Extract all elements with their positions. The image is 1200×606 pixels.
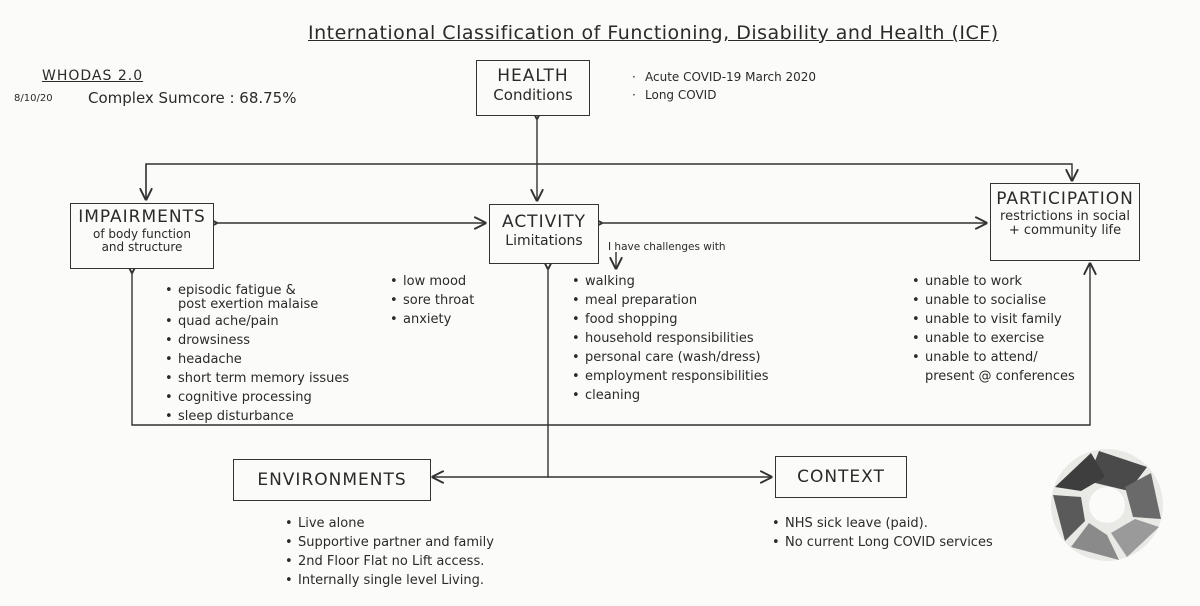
list-item: •meal preparation	[572, 293, 698, 308]
list-item: •employment responsibilities	[572, 369, 769, 384]
list-item: •walking	[572, 274, 635, 289]
impairments-heading: IMPAIRMENTS	[78, 207, 206, 227]
whodas-score: Complex Sumcore : 68.75%	[88, 89, 297, 107]
activity-heading: ACTIVITY	[501, 212, 586, 232]
list-item: •personal care (wash/dress)	[572, 350, 761, 365]
participation-box: PARTICIPATION restrictions in social + c…	[990, 183, 1140, 261]
list-item: •sleep disturbance	[165, 409, 294, 424]
diagram-title: International Classification of Function…	[308, 22, 999, 44]
activity-note: I have challenges with	[608, 241, 726, 253]
health-heading: HEALTH	[497, 66, 569, 86]
list-item: present @ conferences	[925, 369, 1075, 384]
impairments-list-right: •low mood •sore throat •anxiety	[390, 272, 474, 329]
whodas-date: 8/10/20	[14, 93, 53, 104]
list-item: •NHS sick leave (paid).	[772, 516, 928, 531]
environments-heading: ENVIRONMENTS	[257, 470, 407, 490]
list-item: •Live alone	[285, 516, 365, 531]
list-item: •low mood	[390, 274, 467, 289]
context-heading: CONTEXT	[797, 467, 885, 487]
list-item: •unable to attend/	[912, 350, 1038, 365]
context-box: CONTEXT	[775, 456, 907, 498]
activity-list: •walking •meal preparation •food shoppin…	[572, 272, 769, 405]
list-item: •unable to socialise	[912, 293, 1047, 308]
list-item: •short term memory issues	[165, 371, 350, 386]
list-item: •unable to work	[912, 274, 1023, 289]
list-item: •2nd Floor Flat no Lift access.	[285, 554, 485, 569]
list-item: •food shopping	[572, 312, 678, 327]
list-item: ·Acute COVID-19 March 2020	[632, 70, 817, 84]
list-item: •Supportive partner and family	[285, 535, 494, 550]
activity-sub: Limitations	[505, 232, 583, 249]
impairments-sub2: and structure	[101, 240, 183, 255]
impairments-sub1: of body function	[93, 226, 191, 241]
participation-sub2: + community life	[1008, 223, 1122, 239]
impairments-box: IMPAIRMENTS of body function and structu…	[70, 203, 214, 269]
list-item: •quad ache/pain	[165, 314, 279, 329]
top-bar-arrow	[145, 163, 1072, 200]
participation-sub1: restrictions in social	[1000, 208, 1130, 224]
list-item: •anxiety	[390, 312, 452, 327]
list-item: •No current Long COVID services	[772, 535, 993, 550]
bottom-loop-arrow	[132, 264, 1090, 426]
health-notes: ·Acute COVID-19 March 2020 ·Long COVID	[632, 68, 816, 104]
list-item: •sore throat	[390, 293, 475, 308]
list-item: •unable to exercise	[912, 331, 1045, 346]
whodas-title: WHODAS 2.0	[42, 68, 144, 84]
health-conditions-box: HEALTH Conditions	[476, 60, 590, 116]
list-item: •cleaning	[572, 388, 641, 403]
list-item: ·Long COVID	[632, 88, 717, 102]
list-item: •cognitive processing	[165, 390, 312, 405]
environments-box: ENVIRONMENTS	[233, 459, 431, 501]
list-item: •drowsiness	[165, 333, 251, 348]
list-item: post exertion malaise	[178, 297, 319, 312]
participation-heading: PARTICIPATION	[996, 189, 1134, 209]
list-item: •unable to visit family	[912, 312, 1062, 327]
context-list: •NHS sick leave (paid). •No current Long…	[772, 514, 993, 552]
environments-list: •Live alone •Supportive partner and fami…	[285, 514, 494, 590]
list-item: •household responsibilities	[572, 331, 754, 346]
list-item: •headache	[165, 352, 242, 367]
impairments-list-left: •episodic fatigue & post exertion malais…	[165, 281, 349, 426]
list-item: •Internally single level Living.	[285, 573, 484, 588]
participation-list: •unable to work •unable to socialise •un…	[912, 272, 1075, 386]
list-item: •episodic fatigue &	[165, 283, 296, 298]
aperture-logo-icon	[1051, 449, 1163, 561]
activity-limitations-box: ACTIVITY Limitations	[489, 204, 599, 264]
health-sub: Conditions	[493, 85, 573, 104]
